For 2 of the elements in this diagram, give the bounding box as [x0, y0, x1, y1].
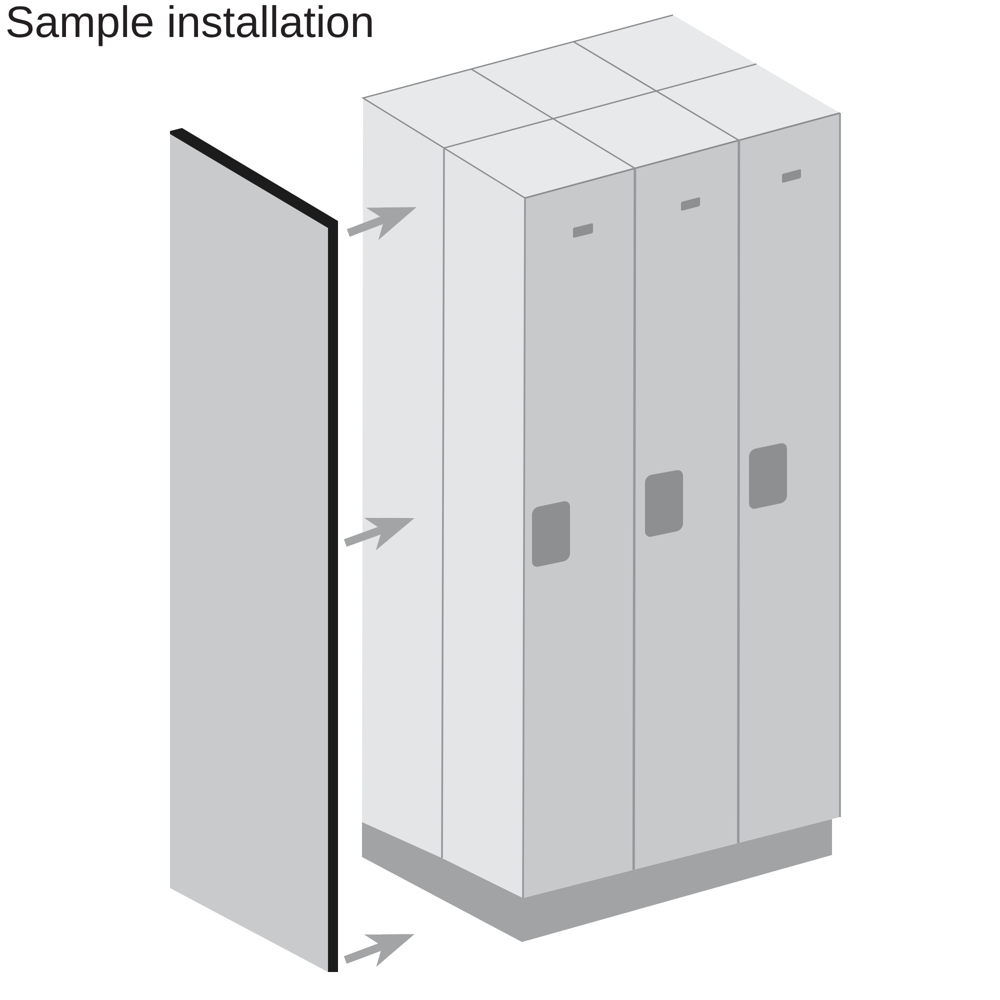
- side-panel: [170, 128, 338, 972]
- title: Sample installation: [7, 5, 372, 46]
